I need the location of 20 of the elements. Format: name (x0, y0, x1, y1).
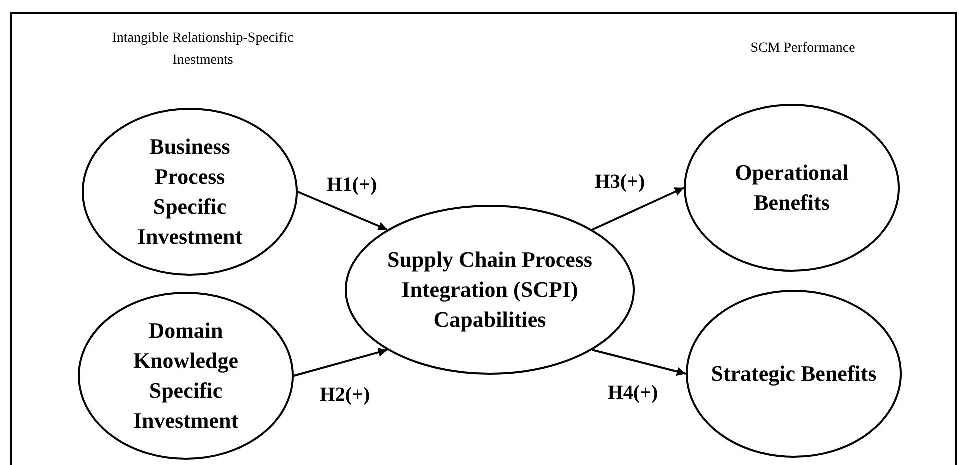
arrow (592, 187, 684, 231)
edge-label: H2(+) (318, 384, 372, 406)
arrow (298, 191, 388, 231)
edge-label: H1(+) (324, 174, 380, 196)
arrow (294, 348, 388, 377)
node-label: Strategic Benefits (711, 360, 877, 388)
oval-node (686, 290, 902, 458)
node-label: Business Process Specific Investment (136, 133, 244, 251)
oval-node (345, 205, 635, 375)
group-heading: Intangible Relationship-Specific Inestments (111, 30, 295, 70)
arrow (592, 349, 686, 376)
oval-node (684, 104, 900, 272)
node-label: Supply Chain Process Integration (SCPI) Capabilities (386, 246, 594, 334)
node-label: Domain Knowledge Specific Investment (132, 317, 240, 435)
edge-label: H3(+) (592, 171, 648, 193)
edge-label: H4(+) (606, 382, 660, 404)
oval-node (82, 108, 298, 276)
node-label: Operational Benefits (734, 159, 850, 217)
oval-node (78, 292, 294, 460)
group-heading: SCM Performance (750, 40, 856, 58)
